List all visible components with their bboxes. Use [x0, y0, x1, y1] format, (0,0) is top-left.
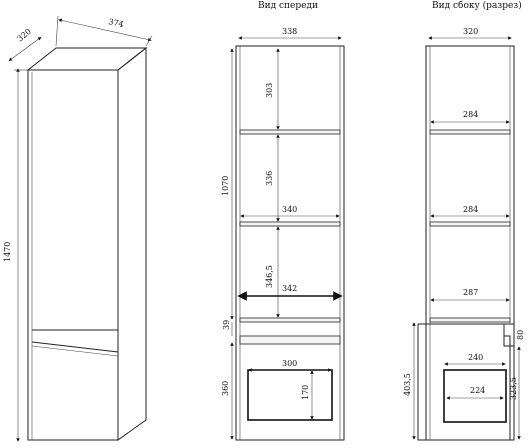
front-shelf-2 [239, 221, 341, 227]
side-shelf-2 [429, 221, 511, 227]
front-top-label: 338 [282, 27, 297, 36]
iso-side-face [117, 46, 147, 441]
iso-width-ext-left [55, 15, 59, 47]
front-shelf-1 [239, 129, 341, 135]
front-lower-label: 360 [221, 381, 230, 396]
iso-height-label: 1470 [3, 242, 12, 262]
front-total-height-label: 1070 [221, 176, 230, 196]
front-outer-case [235, 45, 345, 441]
isometric-view: 374 320 1470 [3, 15, 153, 442]
front-shelf1-width-label: 340 [282, 205, 297, 214]
front-view-title: Вид спереди [258, 1, 318, 11]
front-shelf3-width-label: 342 [282, 284, 297, 293]
side-rail [503, 323, 515, 347]
side-drawer-inner-label: 224 [470, 386, 485, 395]
side-rail-label: 80 [516, 330, 525, 340]
iso-depth-label: 320 [16, 27, 33, 44]
side-shelf-1 [429, 129, 511, 135]
side-outer-case [425, 45, 515, 441]
side-shelf1-label: 284 [463, 110, 478, 119]
front-view: Вид спереди 338 303 336 340 346,5 342 10… [221, 1, 345, 441]
front-shelf-3 [239, 317, 341, 323]
iso-front-face [27, 69, 119, 441]
side-top-label: 320 [463, 27, 478, 36]
side-drawer-width-label: 240 [468, 353, 483, 362]
iso-width-ext-right [145, 35, 153, 47]
iso-width-dim [58, 18, 152, 42]
front-drawer-depth-label: 170 [301, 385, 310, 400]
iso-width-label: 374 [108, 17, 125, 29]
side-shelf3-label: 287 [463, 288, 478, 297]
side-drawer-height-label: 323,5 [509, 377, 518, 400]
side-shelf2-label: 284 [463, 205, 478, 214]
side-view-title: Вид сбоку (разрез) [432, 0, 522, 11]
front-gap2-label: 336 [265, 171, 274, 186]
iso-top-face [26, 47, 148, 71]
front-drawer-width-label: 300 [282, 359, 297, 368]
iso-depth-dim [8, 36, 42, 62]
iso-door-handle [31, 341, 119, 353]
iso-door-handle-2 [31, 345, 119, 357]
front-plinth-label: 39 [222, 320, 231, 330]
side-view: Вид сбоку (разрез) 320 284 284 287 80 24… [403, 0, 525, 441]
front-plinth [239, 335, 341, 345]
side-shelf-3 [429, 317, 511, 323]
side-lower-height-label: 403,5 [403, 373, 412, 396]
side-drawer [443, 369, 507, 423]
front-gap1-label: 303 [265, 83, 274, 98]
front-gap3-label: 346,5 [265, 265, 274, 288]
front-drawer [247, 369, 333, 421]
